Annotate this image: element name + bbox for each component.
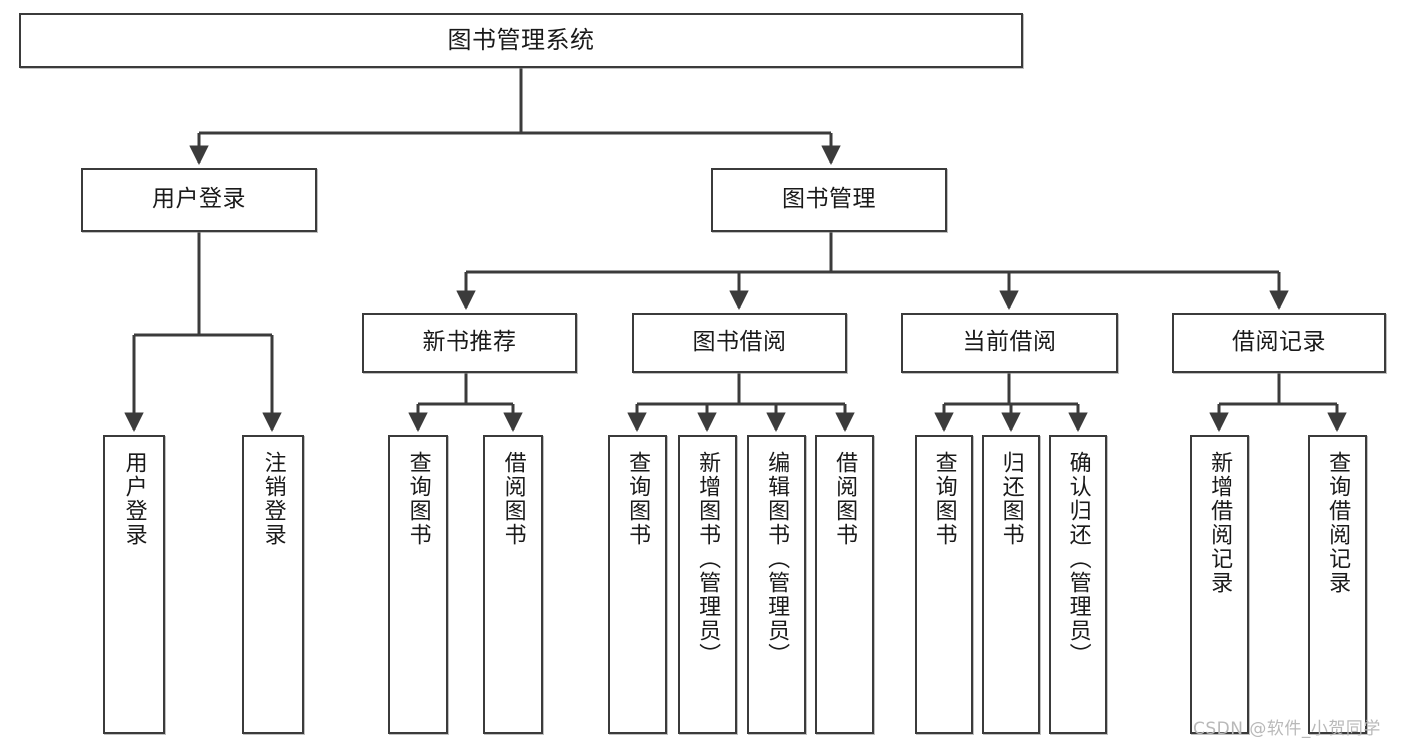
node-label: 用户登录 — [152, 186, 246, 213]
node-label: 新增借阅记录 — [1207, 451, 1233, 595]
node-label: 编辑图书（管理员） — [764, 451, 790, 667]
node-leaf-query-book-2[interactable]: 查询图书 — [608, 435, 667, 734]
node-label: 借阅记录 — [1232, 329, 1326, 356]
node-user-login[interactable]: 用户登录 — [81, 168, 317, 232]
node-label: 图书管理系统 — [447, 26, 595, 55]
node-leaf-logout-login[interactable]: 注销登录 — [242, 435, 304, 734]
node-label: 确认归还（管理员） — [1065, 451, 1091, 667]
node-leaf-query-record[interactable]: 查询借阅记录 — [1308, 435, 1367, 734]
node-label: 当前借阅 — [962, 329, 1057, 356]
node-label: 注销登录 — [260, 451, 286, 547]
node-leaf-user-login[interactable]: 用户登录 — [103, 435, 165, 734]
node-leaf-query-book-1[interactable]: 查询图书 — [388, 435, 448, 734]
node-leaf-add-record[interactable]: 新增借阅记录 — [1190, 435, 1249, 734]
node-label: 借阅图书 — [500, 451, 526, 547]
node-leaf-confirm-return[interactable]: 确认归还（管理员） — [1049, 435, 1107, 734]
node-leaf-borrow-book-1[interactable]: 借阅图书 — [483, 435, 543, 734]
node-leaf-edit-book[interactable]: 编辑图书（管理员） — [747, 435, 806, 734]
node-leaf-add-book[interactable]: 新增图书（管理员） — [678, 435, 737, 734]
node-book-borrow[interactable]: 图书借阅 — [632, 313, 847, 373]
node-label: 查询图书 — [931, 451, 957, 547]
node-label: 图书管理 — [782, 186, 876, 213]
node-borrow-record[interactable]: 借阅记录 — [1172, 313, 1386, 373]
node-leaf-borrow-book-2[interactable]: 借阅图书 — [815, 435, 874, 734]
node-label: 归还图书 — [998, 451, 1024, 547]
node-leaf-return-book[interactable]: 归还图书 — [982, 435, 1040, 734]
node-book-manage[interactable]: 图书管理 — [711, 168, 947, 232]
node-label: 查询借阅记录 — [1325, 451, 1351, 595]
node-current-borrow[interactable]: 当前借阅 — [901, 313, 1118, 373]
node-label: 新增图书（管理员） — [695, 451, 721, 667]
node-label: 用户登录 — [121, 451, 147, 547]
node-root[interactable]: 图书管理系统 — [19, 13, 1023, 68]
node-label: 图书借阅 — [692, 329, 787, 356]
node-new-book-recommend[interactable]: 新书推荐 — [362, 313, 577, 373]
watermark: CSDN @软件_小贺同学 — [1193, 719, 1381, 739]
node-label: 借阅图书 — [832, 451, 858, 547]
node-label: 查询图书 — [405, 451, 431, 547]
node-label: 新书推荐 — [422, 329, 517, 356]
node-label: 查询图书 — [625, 451, 651, 547]
node-leaf-query-book-3[interactable]: 查询图书 — [915, 435, 973, 734]
